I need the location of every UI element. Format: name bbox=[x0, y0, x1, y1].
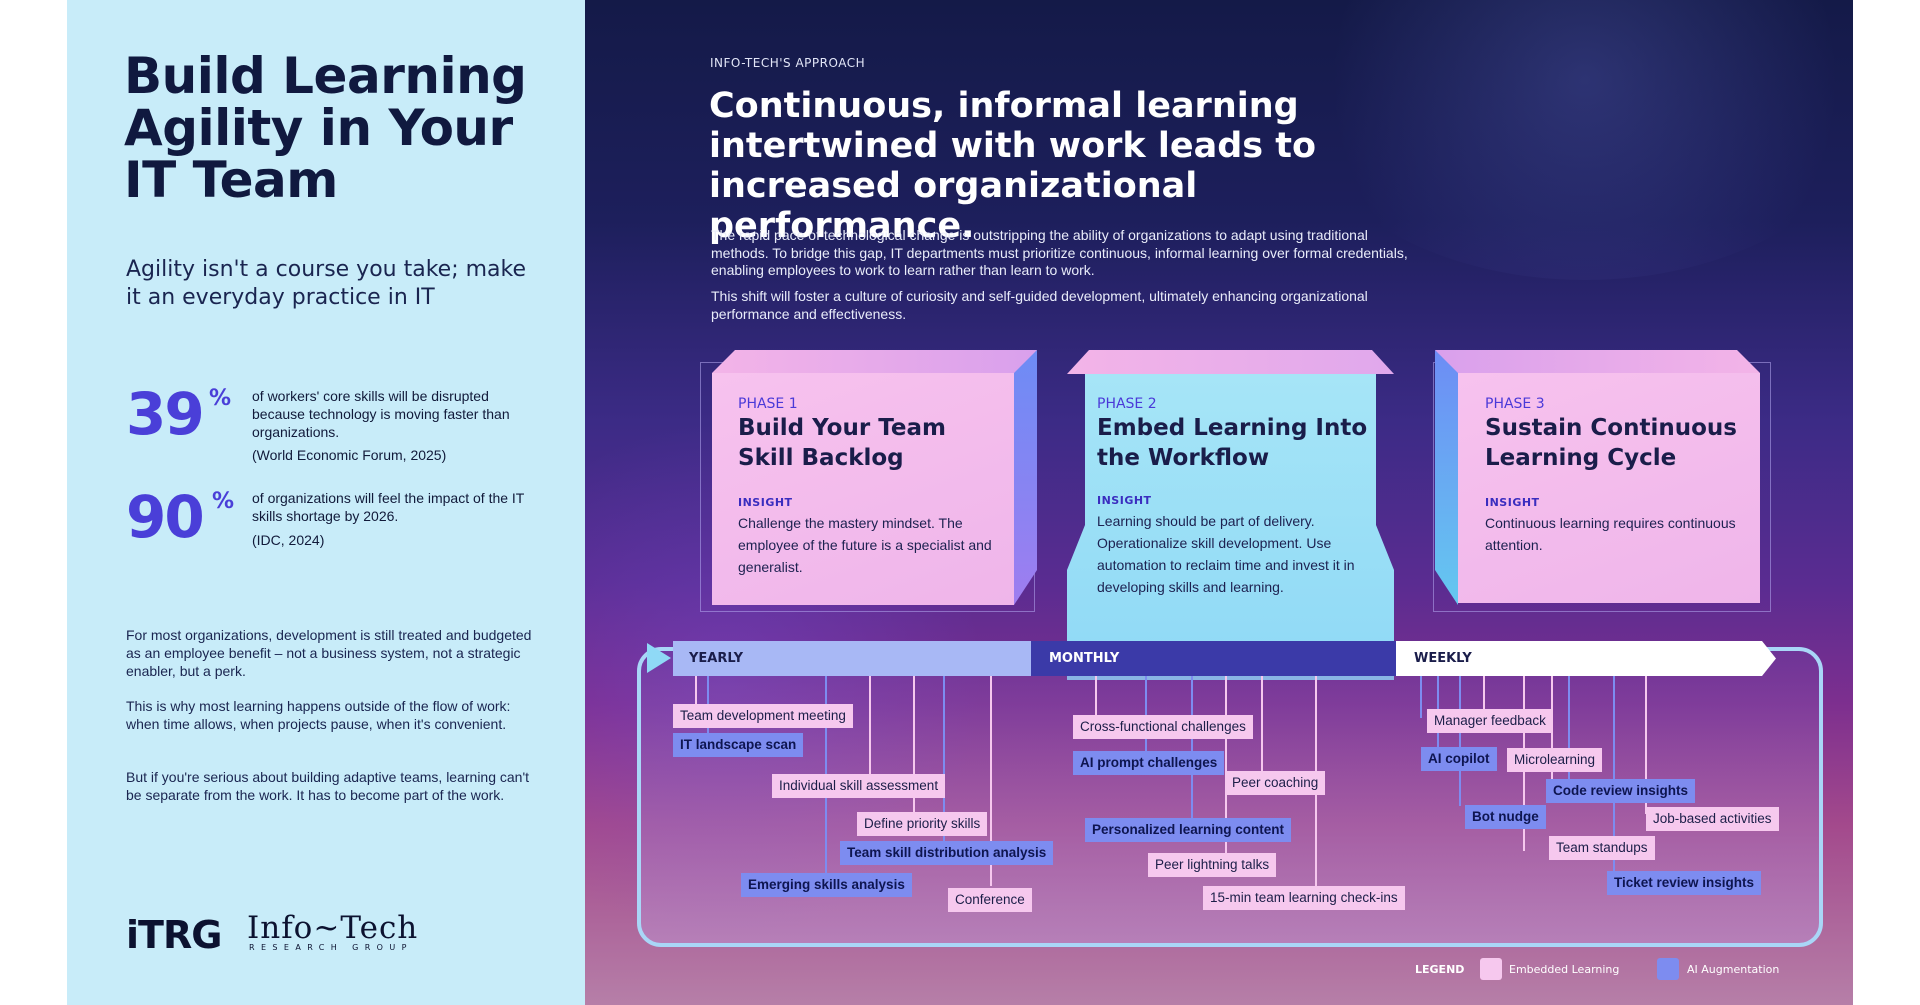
eyebrow: INFO-TECH'S APPROACH bbox=[710, 56, 866, 70]
phase-1-insight: Challenge the mastery mindset. The emplo… bbox=[738, 515, 992, 575]
phase-1-side bbox=[1014, 350, 1037, 605]
tag-peer-coaching: Peer coaching bbox=[1225, 771, 1326, 795]
legend-label-ai: AI Augmentation bbox=[1687, 963, 1780, 976]
main-title: Build Learning Agility in Your IT Team bbox=[124, 47, 527, 209]
connector-line bbox=[869, 676, 871, 776]
connector-line bbox=[1145, 676, 1147, 752]
stat-unit: % bbox=[212, 489, 235, 514]
tag-emerging-skills-analysis: Emerging skills analysis bbox=[741, 873, 912, 897]
phase-1-top bbox=[712, 350, 1037, 373]
tag-cross-functional-challenges: Cross-functional challenges bbox=[1073, 715, 1253, 739]
body-paragraph-2: This is why most learning happens outsid… bbox=[126, 698, 511, 732]
phase-2-label: PHASE 2 bbox=[1097, 396, 1157, 412]
stat-source: (IDC, 2024) bbox=[252, 532, 325, 548]
tag-manager-feedback: Manager feedback bbox=[1427, 709, 1553, 733]
phase-1-card bbox=[712, 373, 1014, 605]
connector-line bbox=[1568, 676, 1570, 784]
intro-paragraph-1: The rapid pace of technological change i… bbox=[711, 227, 1408, 278]
phase-1-label: PHASE 1 bbox=[738, 396, 798, 412]
phase-2-top bbox=[1067, 350, 1394, 374]
tag-job-based-activities: Job-based activities bbox=[1646, 807, 1779, 831]
tag-conference: Conference bbox=[948, 888, 1032, 912]
stat-value: 90 bbox=[126, 483, 205, 551]
phase-3-insight: Continuous learning requires continuous … bbox=[1485, 515, 1736, 553]
connector-line bbox=[943, 676, 945, 842]
legend-label-embedded: Embedded Learning bbox=[1509, 963, 1620, 976]
intro-paragraph-2: This shift will foster a culture of curi… bbox=[711, 288, 1368, 322]
phase-2-title: Embed Learning Into the Workflow bbox=[1097, 415, 1368, 471]
stat-source: (World Economic Forum, 2025) bbox=[252, 447, 447, 463]
phase-3-top bbox=[1435, 350, 1760, 373]
tag-define-priority-skills: Define priority skills bbox=[857, 812, 988, 836]
phase-3-side bbox=[1435, 350, 1458, 605]
cadence-yearly-label: YEARLY bbox=[689, 651, 744, 666]
connector-line bbox=[1261, 676, 1263, 776]
left-panel: Build Learning Agility in Your IT Team A… bbox=[67, 0, 585, 1005]
stat-text: of workers' core skills will be disrupte… bbox=[252, 388, 510, 440]
connector-line bbox=[1225, 676, 1227, 854]
tag-peer-lightning-talks: Peer lightning talks bbox=[1148, 853, 1277, 877]
body-paragraph-1: For most organizations, development is s… bbox=[126, 627, 532, 679]
connector-line bbox=[1420, 676, 1422, 718]
stat-90: 90 % of organizations will feel the impa… bbox=[126, 487, 566, 557]
cadence-weekly-bar bbox=[1396, 641, 1776, 676]
phase-3-label: PHASE 3 bbox=[1485, 396, 1545, 412]
tag-it-landscape-scan: IT landscape scan bbox=[673, 733, 804, 757]
connector-line bbox=[695, 676, 697, 716]
connector-line bbox=[1191, 676, 1193, 818]
connector-line bbox=[913, 676, 915, 814]
phase-3-card bbox=[1458, 373, 1760, 603]
phase-2-insight-label: INSIGHT bbox=[1097, 494, 1152, 507]
phase-2-insight: Learning should be part of delivery. Ope… bbox=[1097, 513, 1355, 595]
right-margin bbox=[1853, 0, 1920, 1005]
connector-line bbox=[1459, 676, 1461, 806]
tag-individual-skill-assessment: Individual skill assessment bbox=[772, 774, 946, 798]
tag-microlearning: Microlearning bbox=[1507, 748, 1603, 772]
stat-text: of organizations will feel the impact of… bbox=[252, 490, 525, 524]
phase-1-title: Build Your Team Skill Backlog bbox=[738, 415, 946, 471]
cadence-yearly-bar bbox=[673, 641, 1031, 676]
phase-2-card bbox=[1067, 350, 1394, 680]
body-paragraph-3: But if you're serious about building ada… bbox=[126, 769, 530, 803]
legend-swatch-ai bbox=[1657, 958, 1679, 980]
cadence-monthly-label: MONTHLY bbox=[1049, 651, 1120, 666]
tag-ai-prompt-challenges: AI prompt challenges bbox=[1073, 751, 1225, 775]
legend-swatch-embedded bbox=[1480, 958, 1502, 980]
tag-code-review-insights: Code review insights bbox=[1546, 779, 1696, 803]
left-margin bbox=[0, 0, 67, 1005]
phase-3-title: Sustain Continuous Learning Cycle bbox=[1485, 415, 1737, 471]
phase-3-insight-label: INSIGHT bbox=[1485, 496, 1540, 509]
cadence-weekly-label: WEEKLY bbox=[1414, 651, 1472, 666]
tag-team-skill-distribution-analysis: Team skill distribution analysis bbox=[840, 841, 1054, 865]
infotech-logo: Info~Tech bbox=[247, 910, 419, 946]
connector-line bbox=[1095, 676, 1097, 716]
phase-1-insight-label: INSIGHT bbox=[738, 496, 793, 509]
tag-team-development-meeting: Team development meeting bbox=[673, 704, 853, 728]
tag-team-standups: Team standups bbox=[1549, 836, 1655, 860]
connector-line bbox=[1483, 676, 1485, 724]
tag-15-min-team-learning-check-ins: 15-min team learning check-ins bbox=[1203, 886, 1405, 910]
right-panel: INFO-TECH'S APPROACH Continuous, informa… bbox=[585, 0, 1853, 1005]
connector-line bbox=[990, 676, 992, 886]
legend-title: LEGEND bbox=[1415, 963, 1465, 976]
tag-ai-copilot: AI copilot bbox=[1421, 747, 1497, 771]
stat-value: 39 bbox=[126, 380, 205, 448]
tag-ticket-review-insights: Ticket review insights bbox=[1607, 871, 1762, 895]
tag-bot-nudge: Bot nudge bbox=[1465, 805, 1546, 829]
cadence-monthly-bar bbox=[1031, 641, 1396, 676]
stat-unit: % bbox=[209, 386, 232, 411]
subtitle: Agility isn't a course you take; make it… bbox=[126, 257, 527, 310]
itrg-logo: iTRG bbox=[126, 913, 222, 957]
stat-39: 39 % of workers' core skills will be dis… bbox=[126, 384, 566, 474]
infotech-logo-subtitle: RESEARCH GROUP bbox=[249, 943, 413, 952]
tag-personalized-learning-content: Personalized learning content bbox=[1085, 818, 1292, 842]
connector-line bbox=[1645, 676, 1647, 814]
headline: Continuous, informal learning intertwine… bbox=[709, 86, 1317, 246]
connector-line bbox=[1613, 676, 1615, 871]
